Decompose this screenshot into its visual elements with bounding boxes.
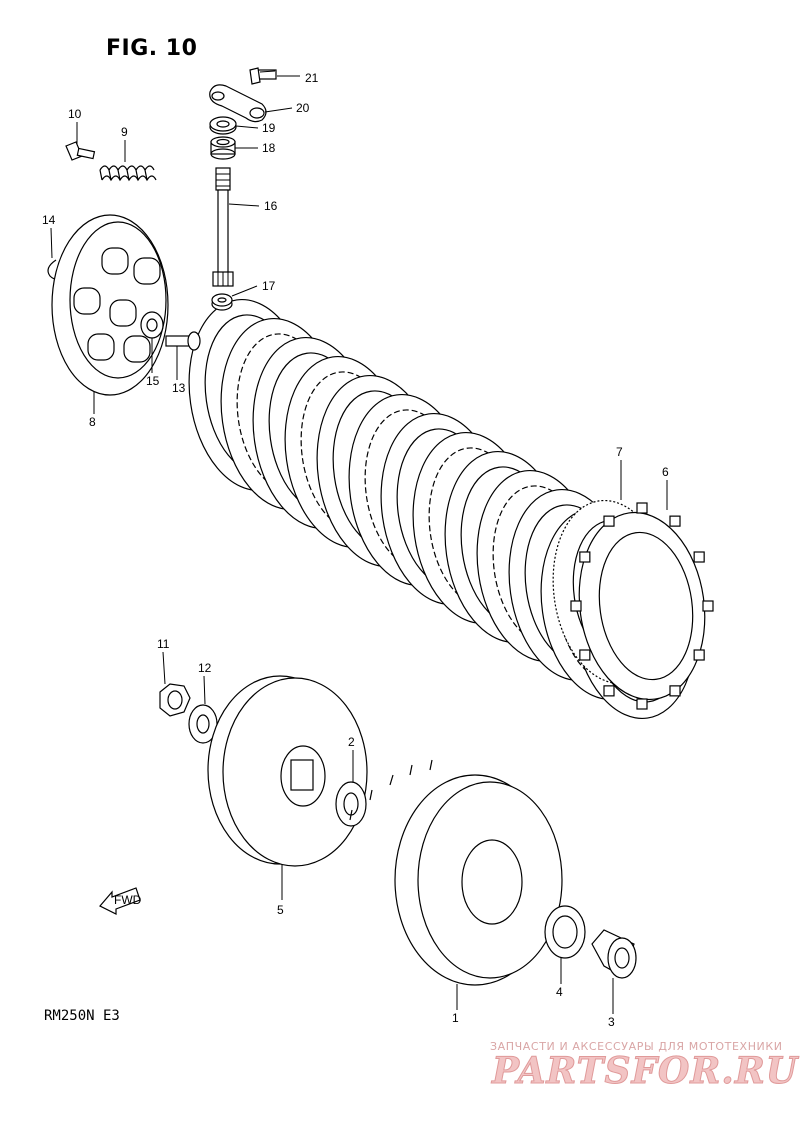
part-push-piece-13 bbox=[165, 331, 201, 351]
callout-leaders bbox=[50, 75, 668, 1014]
part-clutch-housing-1 bbox=[349, 759, 563, 986]
callout-1: 1 bbox=[452, 1011, 459, 1025]
part-oil-seal-19 bbox=[209, 116, 237, 135]
callout-20: 20 bbox=[296, 101, 310, 115]
callout-2: 2 bbox=[348, 735, 355, 749]
part-sleeve-hub-5 bbox=[207, 675, 368, 867]
callout-17: 17 bbox=[262, 279, 276, 293]
callout-13: 13 bbox=[172, 381, 186, 395]
plate-tab bbox=[669, 685, 681, 697]
callout-12: 12 bbox=[198, 661, 212, 675]
callout-14-leader bbox=[50, 227, 53, 259]
part-pressure-plate-8 bbox=[51, 214, 169, 396]
plate-tab bbox=[693, 551, 705, 563]
plate-tab bbox=[669, 515, 681, 527]
watermark-tagline: ЗАПЧАСТИ И АКСЕССУАРЫ ДЛЯ МОТОТЕХНИКИ bbox=[490, 1040, 783, 1053]
part-bearing-17 bbox=[211, 293, 233, 311]
callout-10: 10 bbox=[68, 107, 82, 121]
part-thrust-washer-2 bbox=[335, 781, 367, 827]
callout-21: 21 bbox=[305, 71, 319, 85]
part-nut-11 bbox=[159, 683, 191, 717]
callout-15: 15 bbox=[146, 374, 160, 388]
figure-title: FIG. 10 bbox=[106, 36, 198, 61]
callout-4: 4 bbox=[556, 985, 563, 999]
fwd-label: FWD bbox=[114, 893, 142, 907]
plate-tab bbox=[702, 600, 714, 612]
part-bolt-21 bbox=[249, 67, 277, 85]
callout-19: 19 bbox=[262, 121, 276, 135]
callout-16: 16 bbox=[264, 199, 278, 213]
callout-11: 11 bbox=[157, 637, 170, 651]
plate-tab bbox=[693, 649, 705, 661]
callout-8: 8 bbox=[89, 415, 96, 429]
callout-17-leader bbox=[231, 285, 258, 297]
model-code: RM250N E3 bbox=[44, 1008, 120, 1024]
plate-tab bbox=[636, 698, 648, 710]
callout-12-leader bbox=[203, 675, 206, 705]
part-needle-bearing-4 bbox=[544, 905, 586, 959]
part-spring-9 bbox=[99, 165, 157, 182]
plate-tab bbox=[603, 515, 615, 527]
clutch-plate-stack bbox=[188, 298, 714, 720]
plate-tab bbox=[579, 551, 591, 563]
part-release-arm-20 bbox=[209, 84, 267, 123]
callout-20-leader bbox=[264, 107, 293, 113]
callout-16-leader bbox=[228, 203, 260, 207]
callout-7: 7 bbox=[616, 445, 623, 459]
callout-19-leader bbox=[235, 125, 259, 129]
part-spacer-3 bbox=[591, 929, 637, 979]
part-plate-6 bbox=[570, 502, 714, 710]
callout-3: 3 bbox=[608, 1015, 615, 1029]
part-bolt-10 bbox=[65, 141, 96, 161]
part-bearing-15 bbox=[140, 311, 164, 339]
plate-tab bbox=[570, 600, 582, 612]
part-release-shaft-16 bbox=[212, 167, 234, 287]
watermark-logo: PARTSFOR.RU bbox=[491, 1050, 799, 1093]
callout-11-leader bbox=[162, 651, 166, 685]
callout-5: 5 bbox=[277, 903, 284, 917]
callout-18: 18 bbox=[262, 141, 276, 155]
part-bearing-18 bbox=[210, 136, 236, 160]
plate-tab bbox=[603, 685, 615, 697]
plate-tab bbox=[579, 649, 591, 661]
fwd-arrow-icon: FWD bbox=[99, 887, 142, 915]
plate-tab bbox=[636, 502, 648, 514]
callout-6: 6 bbox=[662, 465, 669, 479]
callout-9: 9 bbox=[121, 125, 128, 139]
callout-14: 14 bbox=[42, 213, 56, 227]
